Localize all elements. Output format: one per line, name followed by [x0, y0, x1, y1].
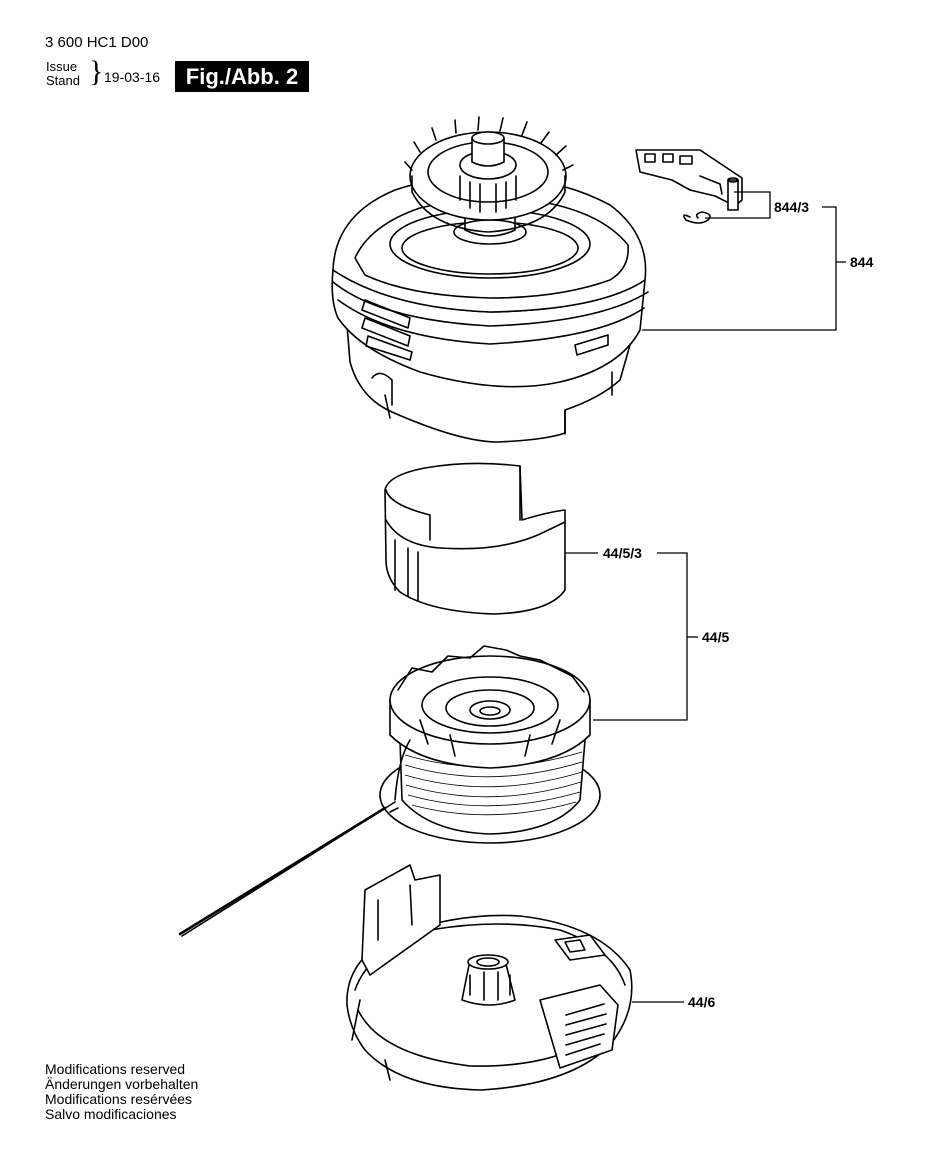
label-844-3: 844/3 — [774, 199, 809, 215]
notice-fr: Modifications resérvées — [45, 1091, 193, 1107]
lever-844-3-drawing — [635, 149, 743, 224]
leader-lines — [565, 191, 846, 1003]
ring-44-5-3-drawing — [384, 462, 566, 615]
label-44-5-3: 44/5/3 — [603, 545, 642, 561]
issue-label-de: Stand — [46, 73, 80, 88]
issue-label: Issue Stand — [46, 60, 80, 88]
issue-date: 19-03-16 — [104, 69, 161, 85]
leader-44-5 — [593, 552, 688, 721]
document-code: 3 600 HC1 D00 — [45, 34, 149, 51]
spool-44-5-drawing — [178, 645, 601, 937]
brace-glyph: } — [89, 55, 104, 88]
figure-label: Fig./Abb. 2 — [175, 61, 309, 92]
notice-en: Modifications reserved — [45, 1061, 186, 1077]
cap-44-6-drawing — [346, 864, 633, 1091]
label-44-5: 44/5 — [702, 629, 729, 645]
leader-844-3 — [705, 191, 771, 219]
leader-844 — [642, 206, 837, 331]
label-44-6: 44/6 — [688, 994, 715, 1010]
issue-label-en: Issue — [46, 59, 78, 74]
label-844: 844 — [850, 254, 874, 270]
housing-844-drawing — [331, 116, 649, 443]
modifications-notice: Modifications reserved Änderungen vorbeh… — [45, 1062, 198, 1122]
notice-es: Salvo modificaciones — [45, 1106, 177, 1122]
notice-de: Änderungen vorbehalten — [45, 1076, 199, 1092]
